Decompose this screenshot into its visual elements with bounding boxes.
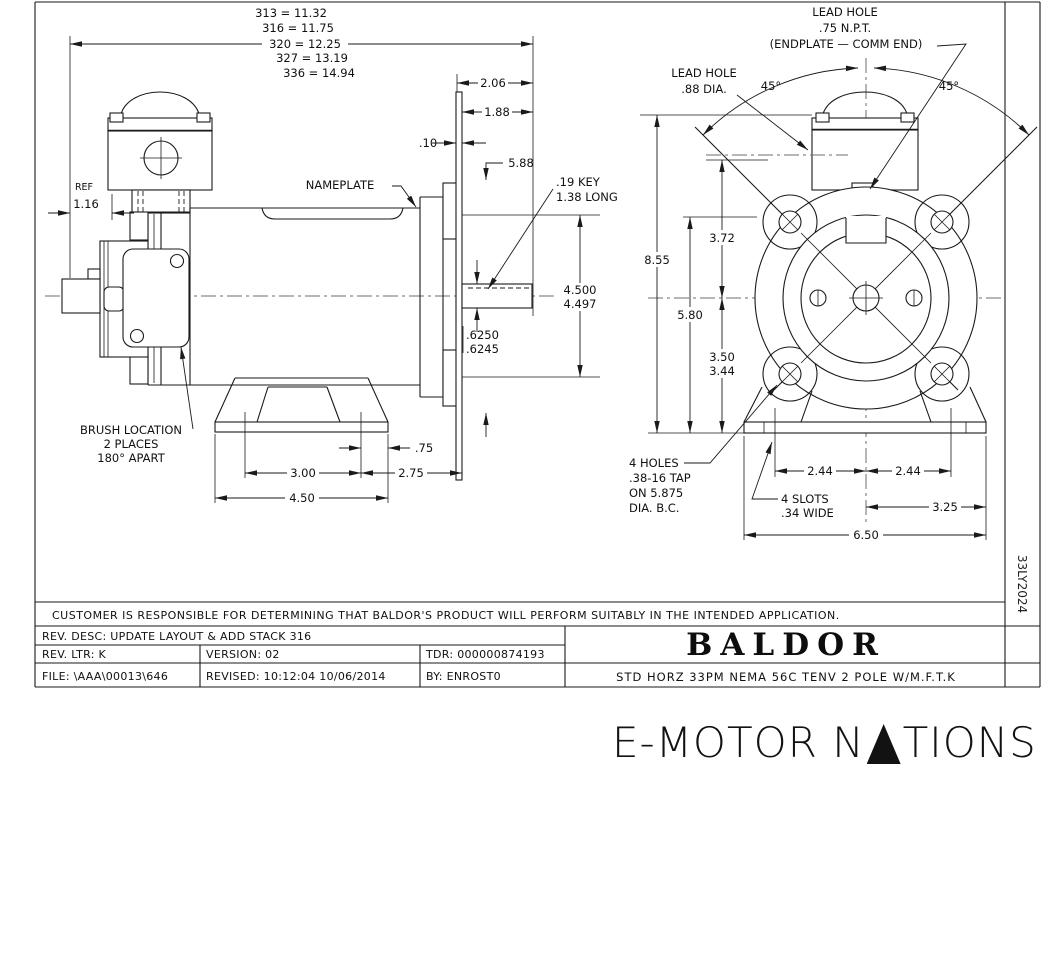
brush-note-3: 180° APART xyxy=(97,451,165,465)
motor-body xyxy=(189,207,420,386)
ref-value: 1.16 xyxy=(73,197,99,211)
base-end xyxy=(743,386,987,477)
brush-note-1: BRUSH LOCATION xyxy=(80,423,182,437)
dim-3-50: 3.50 xyxy=(709,350,735,364)
by-cell: BY: ENROST0 xyxy=(426,670,501,683)
nameplate-recess xyxy=(261,207,404,220)
tapped-holes xyxy=(778,210,954,386)
conduit-neck xyxy=(131,189,191,214)
lead-top-2: .75 N.P.T. xyxy=(819,21,871,35)
logo-text-before: E-MOTOR N xyxy=(612,718,865,767)
dim-4-50: 4.50 xyxy=(289,491,315,505)
dim-8-55: 8.55 xyxy=(644,253,670,267)
key-note-1: .19 KEY xyxy=(556,175,601,189)
brush-cover xyxy=(122,248,190,348)
flange-face xyxy=(754,186,978,410)
lead-top-1: LEAD HOLE xyxy=(812,5,877,19)
slots-note-2: .34 WIDE xyxy=(781,506,834,520)
rear-shaft-stub xyxy=(61,278,101,314)
dim-2-06: 2.06 xyxy=(480,76,506,90)
stack-dim-327: 327 = 13.19 xyxy=(276,51,348,65)
product-description: STD HORZ 33PM NEMA 56C TENV 2 POLE W/M.F… xyxy=(616,670,956,684)
dim-shaft-max: .6250 xyxy=(466,328,499,342)
rev-ltr-cell: REV. LTR: K xyxy=(42,648,107,661)
disclaimer-text: CUSTOMER IS RESPONSIBLE FOR DETERMINING … xyxy=(52,609,840,622)
dim-pilot-max: 4.500 xyxy=(564,283,597,297)
dim-2-75: 2.75 xyxy=(398,466,424,480)
revised-cell: REVISED: 10:12:04 10/06/2014 xyxy=(206,670,386,683)
triangle-a-icon xyxy=(866,724,901,764)
bearing-hub xyxy=(103,286,125,312)
holes-note-1: 4 HOLES xyxy=(629,456,679,470)
sheet-number: 33LY2024 xyxy=(1015,555,1029,613)
cover-screw-left xyxy=(109,112,124,123)
angle-left: 45° xyxy=(761,79,781,93)
holes-note-2: .38-16 TAP xyxy=(629,471,691,485)
title-block: CUSTOMER IS RESPONSIBLE FOR DETERMINING … xyxy=(35,601,1040,687)
logo-text-after: TIONS xyxy=(902,718,1037,767)
tdr-cell: TDR: 000000874193 xyxy=(425,648,545,661)
side-view: 313 = 11.32 316 = 11.75 320 = 12.25 327 … xyxy=(45,6,618,505)
side-view-dimensions: 313 = 11.32 316 = 11.75 320 = 12.25 327 … xyxy=(48,6,618,505)
key-note-2: 1.38 LONG xyxy=(556,190,618,204)
dim-plate-thickness: .10 xyxy=(419,136,437,150)
lead-hole-notes: LEAD HOLE .88 DIA. LEAD HOLE .75 N.P.T. … xyxy=(671,5,967,190)
dim-3-44: 3.44 xyxy=(709,364,735,378)
angle-right: 45° xyxy=(939,79,959,93)
conduit-box xyxy=(107,91,213,214)
cover-screw-right xyxy=(196,112,211,123)
end-view: 45° 45° xyxy=(629,5,1038,542)
nameplate-label: NAMEPLATE xyxy=(306,178,375,192)
dim-2-44-right: 2.44 xyxy=(895,464,921,478)
dim-2-44-left: 2.44 xyxy=(807,464,833,478)
lead-top-3: (ENDPLATE — COMM END) xyxy=(770,37,923,51)
rev-desc-cell: REV. DESC: UPDATE LAYOUT & ADD STACK 316 xyxy=(42,630,311,643)
version-cell: VERSION: 02 xyxy=(206,648,280,661)
baldor-logo: BALDOR xyxy=(686,627,886,663)
keyway-notch xyxy=(845,218,887,244)
dim-1-88: 1.88 xyxy=(484,105,510,119)
c-face-flange xyxy=(419,91,533,481)
brush-note-2: 2 PLACES xyxy=(104,437,159,451)
dim-5-80: 5.80 xyxy=(677,308,703,322)
dim-3-72: 3.72 xyxy=(709,231,735,245)
stack-dim-320: 320 = 12.25 xyxy=(269,37,341,51)
ref-label: REF xyxy=(75,182,93,193)
brush-cover-screw-bottom xyxy=(129,328,145,344)
base-pad xyxy=(743,421,987,434)
sheet-border: 33LY2024 xyxy=(34,1,1041,688)
foot-pad xyxy=(214,421,389,433)
lead-left-2: .88 DIA. xyxy=(681,82,727,96)
commutator-end xyxy=(61,211,190,386)
file-cell: FILE: \AAA\00013\646 xyxy=(42,670,168,683)
dim-3-25: 3.25 xyxy=(932,500,958,514)
dim-shaft-min: .6245 xyxy=(466,342,499,356)
end-rib-bottom xyxy=(129,355,149,385)
engineering-drawing: 313 = 11.32 316 = 11.75 320 = 12.25 327 … xyxy=(34,1,1041,688)
end-view-dimensions: 8.55 5.80 3.72 3.50 3.44 4 HOLES .38-16 … xyxy=(629,114,987,542)
brush-cover-screw-top xyxy=(169,253,185,269)
holes-note-3: ON 5.875 xyxy=(629,486,683,500)
mounting-face xyxy=(455,91,463,481)
slots-note-1: 4 SLOTS xyxy=(781,492,829,506)
dim-pilot-min: 4.497 xyxy=(564,297,597,311)
dim-5-88: 5.88 xyxy=(508,156,534,170)
dim-3-00: 3.00 xyxy=(290,466,316,480)
holes-note-4: DIA. B.C. xyxy=(629,501,679,515)
e-motor-nations-logo: E-MOTOR N TIONS xyxy=(612,718,1037,767)
stack-dim-336: 336 = 14.94 xyxy=(283,66,355,80)
lead-left-1: LEAD HOLE xyxy=(671,66,736,80)
dim-6-50: 6.50 xyxy=(853,528,879,542)
end-rib-top xyxy=(129,211,149,241)
stack-dim-313: 313 = 11.32 xyxy=(255,6,327,20)
stack-dim-316: 316 = 11.75 xyxy=(262,21,334,35)
mounting-feet xyxy=(214,377,389,478)
dim-0-75: .75 xyxy=(415,441,433,455)
